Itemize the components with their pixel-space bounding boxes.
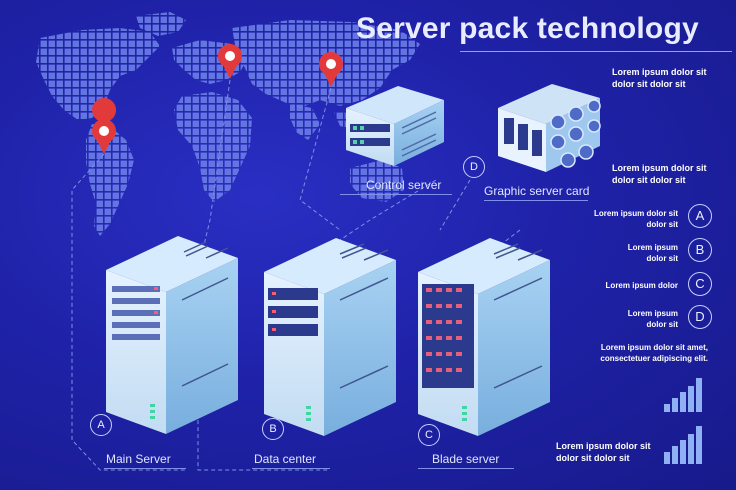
- text-line: Lorem ipsum dolor sit: [612, 163, 707, 173]
- legend-badge-a: A: [688, 204, 712, 228]
- legend-badge-c: C: [688, 272, 712, 296]
- text-line: Lorem ipsum dolor sit amet,: [600, 343, 708, 352]
- badge-d: D: [463, 156, 485, 178]
- page-title: Server pack technology: [356, 12, 699, 45]
- main-server-illustration: [106, 236, 238, 434]
- label-underline: [418, 468, 514, 469]
- legend-text-c: Lorem ipsum dolor: [606, 280, 678, 291]
- control-server-illustration: [346, 86, 444, 166]
- label-blade-server: Blade server: [432, 452, 500, 466]
- bar-chart-icon: [664, 378, 702, 412]
- text-line: Lorem ipsum: [627, 243, 678, 252]
- text-block-middle: Lorem ipsum dolor sit dolor sit dolor si…: [612, 162, 707, 186]
- legend-badge-d: D: [688, 305, 712, 329]
- text-line: consectetuer adipiscing elit.: [600, 354, 708, 363]
- label-underline: [484, 200, 588, 201]
- label-underline: [104, 468, 186, 469]
- legend-text-d: Lorem ipsum dolor sit: [628, 308, 678, 330]
- badge-a: A: [90, 414, 112, 436]
- legend-text-e: Lorem ipsum dolor sit amet, consectetuer…: [600, 342, 708, 364]
- text-line: Lorem ipsum dolor sit: [612, 67, 707, 77]
- label-main-server: Main Server: [106, 452, 171, 466]
- badge-c: C: [418, 424, 440, 446]
- text-block-bottom: Lorem ipsum dolor sit dolor sit dolor si…: [556, 440, 651, 464]
- legend-badge-b: B: [688, 238, 712, 262]
- text-line: Lorem ipsum: [627, 309, 678, 318]
- blade-server-illustration: [418, 238, 550, 436]
- text-line: Lorem ipsum dolor sit: [556, 441, 651, 451]
- text-line: dolor sit dolor sit: [612, 175, 686, 185]
- bar-chart-icon: [664, 426, 702, 464]
- location-pin-icon: [92, 98, 117, 154]
- graphic-card-illustration: [498, 84, 601, 172]
- text-line: dolor sit dolor sit: [612, 79, 686, 89]
- text-line: dolor sit dolor sit: [556, 453, 630, 463]
- text-line: dolor sit: [646, 220, 678, 229]
- legend-text-b: Lorem ipsum dolor sit: [628, 242, 678, 264]
- label-underline: [340, 194, 452, 195]
- label-graphic-server-card: Graphic server card: [484, 184, 590, 198]
- location-pin-icon: [218, 44, 242, 79]
- legend-text-a: Lorem ipsum dolor sit dolor sit: [594, 208, 678, 230]
- badge-b: B: [262, 418, 284, 440]
- text-line: Lorem ipsum dolor: [605, 281, 678, 290]
- title-underline: [460, 51, 732, 52]
- text-line: dolor sit: [646, 254, 678, 263]
- text-block-top: Lorem ipsum dolor sit dolor sit dolor si…: [612, 66, 707, 90]
- data-center-illustration: [264, 238, 396, 436]
- label-underline: [252, 468, 330, 469]
- text-line: Lorem ipsum dolor sit: [593, 209, 678, 218]
- text-line: dolor sit: [646, 320, 678, 329]
- label-data-center: Data center: [254, 452, 317, 466]
- label-control-server: Control server: [366, 178, 442, 192]
- location-pin-icon: [319, 52, 343, 87]
